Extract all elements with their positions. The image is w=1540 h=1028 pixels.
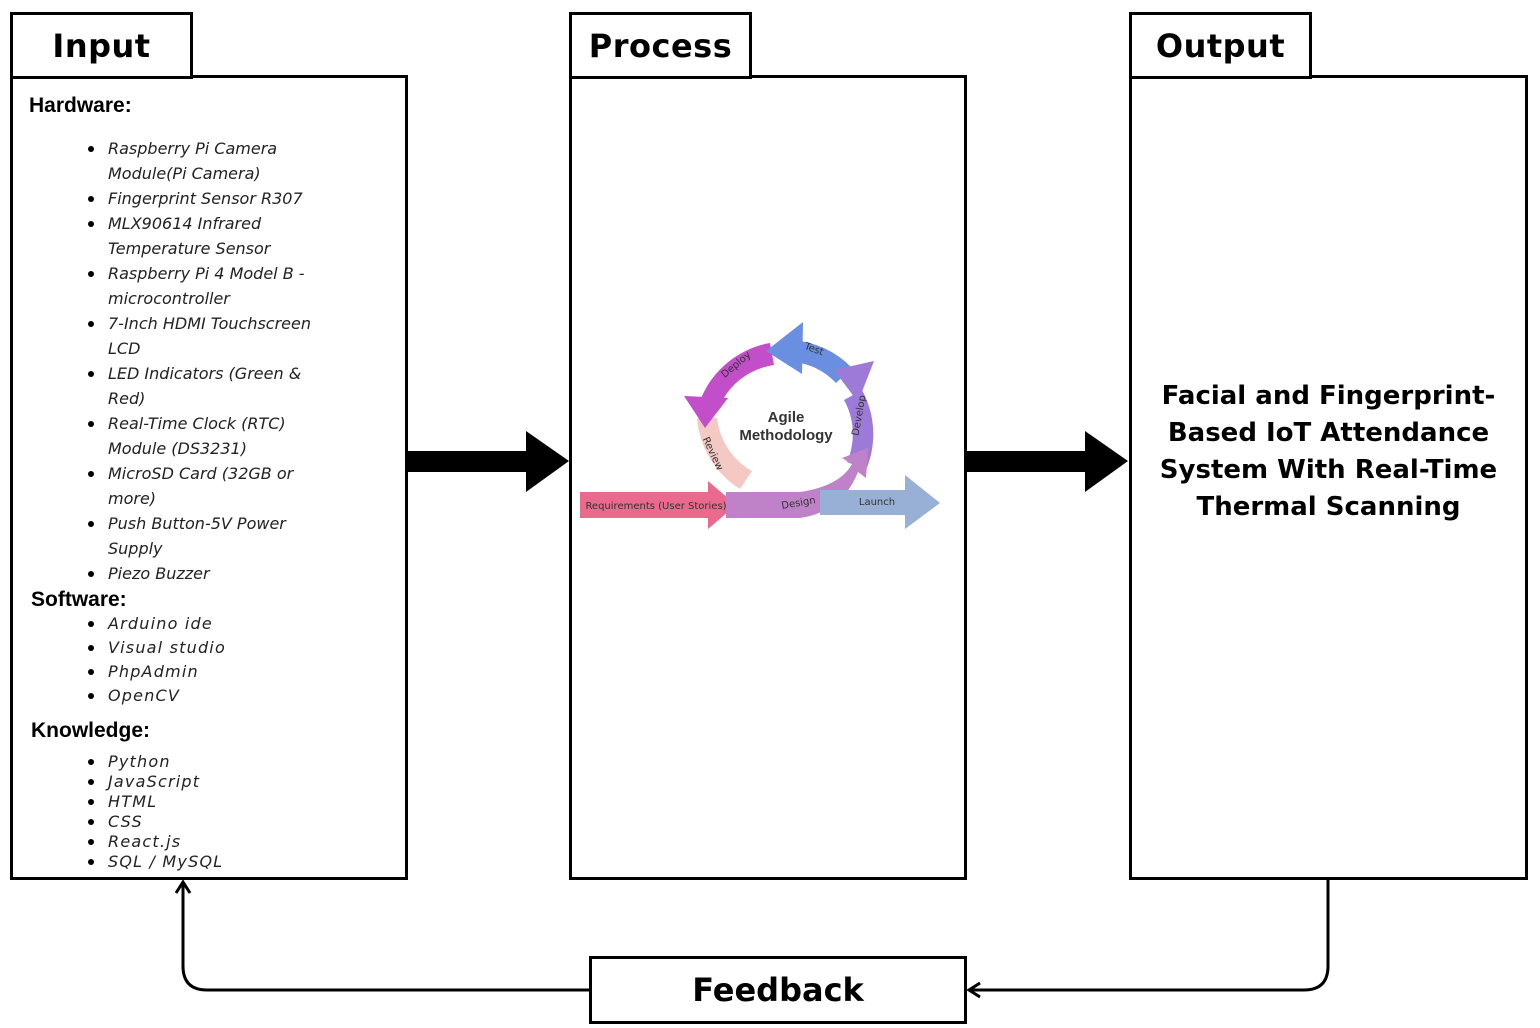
list-item: Arduino ide — [88, 612, 338, 636]
list-item: Piezo Buzzer — [88, 561, 338, 586]
list-item: React.js — [88, 832, 338, 852]
review-segment — [697, 418, 752, 489]
agile-center-line2: Methodology — [739, 427, 833, 444]
input-to-process-arrow — [408, 431, 569, 492]
list-item: SQL / MySQL — [88, 852, 338, 872]
feedback-box: Feedback — [589, 956, 967, 1024]
list-item: MicroSD Card (32GB or more) — [88, 461, 338, 511]
deploy-arrowhead — [684, 396, 728, 428]
output-panel — [1129, 75, 1528, 880]
list-item: JavaScript — [88, 772, 338, 792]
knowledge-heading: Knowledge: — [31, 719, 150, 742]
list-item: OpenCV — [88, 684, 338, 708]
list-item: Raspberry Pi Camera Module(Pi Camera) — [88, 136, 338, 186]
test-arrowhead — [766, 322, 803, 374]
list-item: MLX90614 Infrared Temperature Sensor — [88, 211, 338, 261]
list-item: HTML — [88, 792, 338, 812]
output-result: Facial and Fingerprint-Based IoT Attenda… — [1159, 381, 1498, 522]
launch-arrow — [820, 475, 940, 529]
requirements-label: Requirements (User Stories) — [585, 501, 726, 512]
feedback-loop-arrows — [174, 879, 1330, 999]
input-panel — [10, 75, 408, 880]
deploy-segment — [697, 343, 774, 410]
list-item: Real-Time Clock (RTC) Module (DS3231) — [88, 411, 338, 461]
list-item: Raspberry Pi 4 Model B - microcontroller — [88, 261, 338, 311]
list-item: 7-Inch HDMI Touchscreen LCD — [88, 311, 338, 361]
software-heading: Software: — [31, 588, 127, 611]
list-item: Visual studio — [88, 636, 338, 660]
output-title: Output — [1129, 12, 1312, 79]
list-item: CSS — [88, 812, 338, 832]
hardware-heading: Hardware: — [29, 94, 132, 117]
list-item: LED Indicators (Green & Red) — [88, 361, 338, 411]
agile-center-line1: Agile — [768, 409, 805, 426]
process-panel — [569, 75, 967, 880]
agile-methodology-diagram: Agile Methodology Deploy Test Develop Re… — [580, 322, 940, 529]
knowledge-list: Python JavaScript HTML CSS React.js SQL … — [88, 752, 338, 872]
list-item: Push Button-5V Power Supply — [88, 511, 338, 561]
requirements-arrow — [580, 481, 736, 529]
list-item: PhpAdmin — [88, 660, 338, 684]
list-item: Python — [88, 752, 338, 772]
software-list: Arduino ide Visual studio PhpAdmin OpenC… — [88, 612, 338, 708]
input-title: Input — [10, 12, 193, 79]
launch-label: Launch — [859, 497, 895, 508]
develop-arrowhead — [834, 361, 874, 402]
process-title: Process — [569, 12, 752, 79]
hardware-list: Raspberry Pi Camera Module(Pi Camera) Fi… — [88, 136, 338, 586]
list-item: Fingerprint Sensor R307 — [88, 186, 338, 211]
process-to-output-arrow — [967, 431, 1128, 492]
